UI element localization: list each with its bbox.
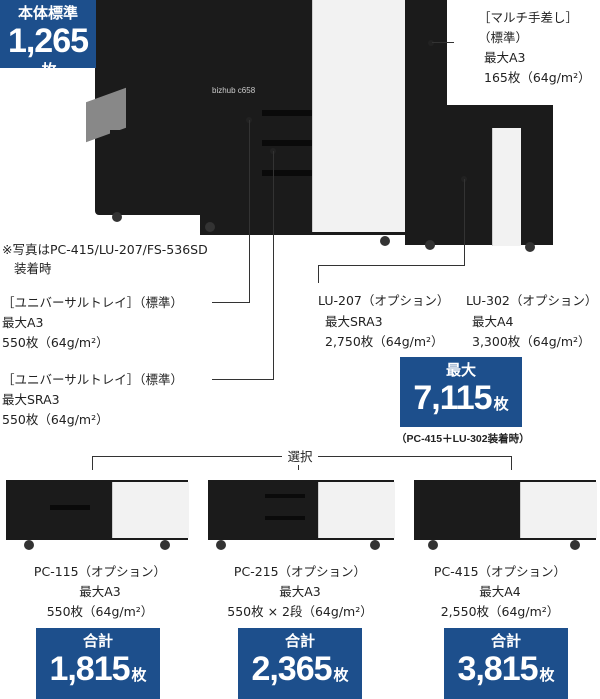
brand-label: bizhub c658 [212, 86, 256, 95]
max-label: 最大 [445, 362, 476, 379]
photo-note-line1: ※写真はPC-415/LU-207/FS-536SD [2, 242, 208, 257]
standard-value: 1,265 [7, 22, 89, 60]
option-capacity: 550枚（64g/m²） [46, 604, 154, 619]
universal-tray-1-line1: ［ユニバーサルトレイ］（標準） [2, 295, 184, 310]
manual-tray-line1: ［マルチ手差し］ [478, 10, 579, 25]
option-total-label: 合計 [284, 633, 315, 650]
select-label: 選択 [282, 446, 318, 465]
lu302-line2: 最大A4 [472, 314, 514, 329]
option-total-label: 合計 [490, 633, 521, 650]
lu207-line1: LU-207（オプション） [318, 293, 450, 308]
option-total-unit: 枚 [539, 667, 555, 684]
standard-label: 本体標準 [17, 5, 78, 22]
large-capacity-unit [405, 105, 553, 245]
finisher-side [110, 130, 130, 215]
lu207-line2: 最大SRA3 [325, 314, 383, 329]
universal-tray-1-line2: 最大A3 [2, 315, 44, 330]
manual-feed-unit [405, 0, 447, 110]
option-total-unit: 枚 [131, 667, 147, 684]
option-size: 最大A4 [479, 584, 521, 599]
option-size: 最大A3 [79, 584, 121, 599]
manual-tray-line2: （標準） [478, 30, 529, 45]
photo-note-line2: 装着時 [14, 261, 52, 276]
manual-tray-line3: 最大A3 [484, 50, 526, 65]
option-total-value: 3,815 [457, 650, 538, 688]
lu302-line3: 3,300枚（64g/m²） [472, 334, 591, 349]
option-total-value: 2,365 [251, 650, 332, 688]
manual-tray-dot [428, 40, 434, 46]
max-note: （PC-415＋LU-302装着時） [396, 433, 530, 445]
option-name: PC-415（オプション） [433, 564, 567, 579]
option-name: PC-115（オプション） [33, 564, 167, 579]
option-total-unit: 枚 [333, 667, 349, 684]
option-capacity: 2,550枚（64g/m²） [440, 604, 560, 619]
manual-tray-line4: 165枚（64g/m²） [484, 70, 591, 85]
universal-tray-2-line2: 最大SRA3 [2, 392, 60, 407]
universal-tray-1-line3: 550枚（64g/m²） [2, 335, 109, 350]
standard-unit: 枚 [41, 62, 57, 79]
option-total-label: 合計 [82, 633, 113, 650]
universal-tray-2-line3: 550枚（64g/m²） [2, 412, 109, 427]
max-value: 7,115 [413, 379, 492, 417]
standard-capacity-badge: 本体標準 1,265 枚 [0, 0, 96, 79]
option-size: 最大A3 [279, 584, 321, 599]
lu207-line3: 2,750枚（64g/m²） [325, 334, 444, 349]
universal-tray-2-line1: ［ユニバーサルトレイ］（標準） [2, 372, 184, 387]
lu302-line1: LU-302（オプション） [466, 293, 598, 308]
option-total-value: 1,815 [49, 650, 130, 688]
option-name: PC-215（オプション） [233, 564, 367, 579]
main-front-white [312, 0, 405, 232]
max-unit: 枚 [493, 396, 509, 413]
option-capacity: 550枚 × 2段（64g/m²） [227, 604, 373, 619]
